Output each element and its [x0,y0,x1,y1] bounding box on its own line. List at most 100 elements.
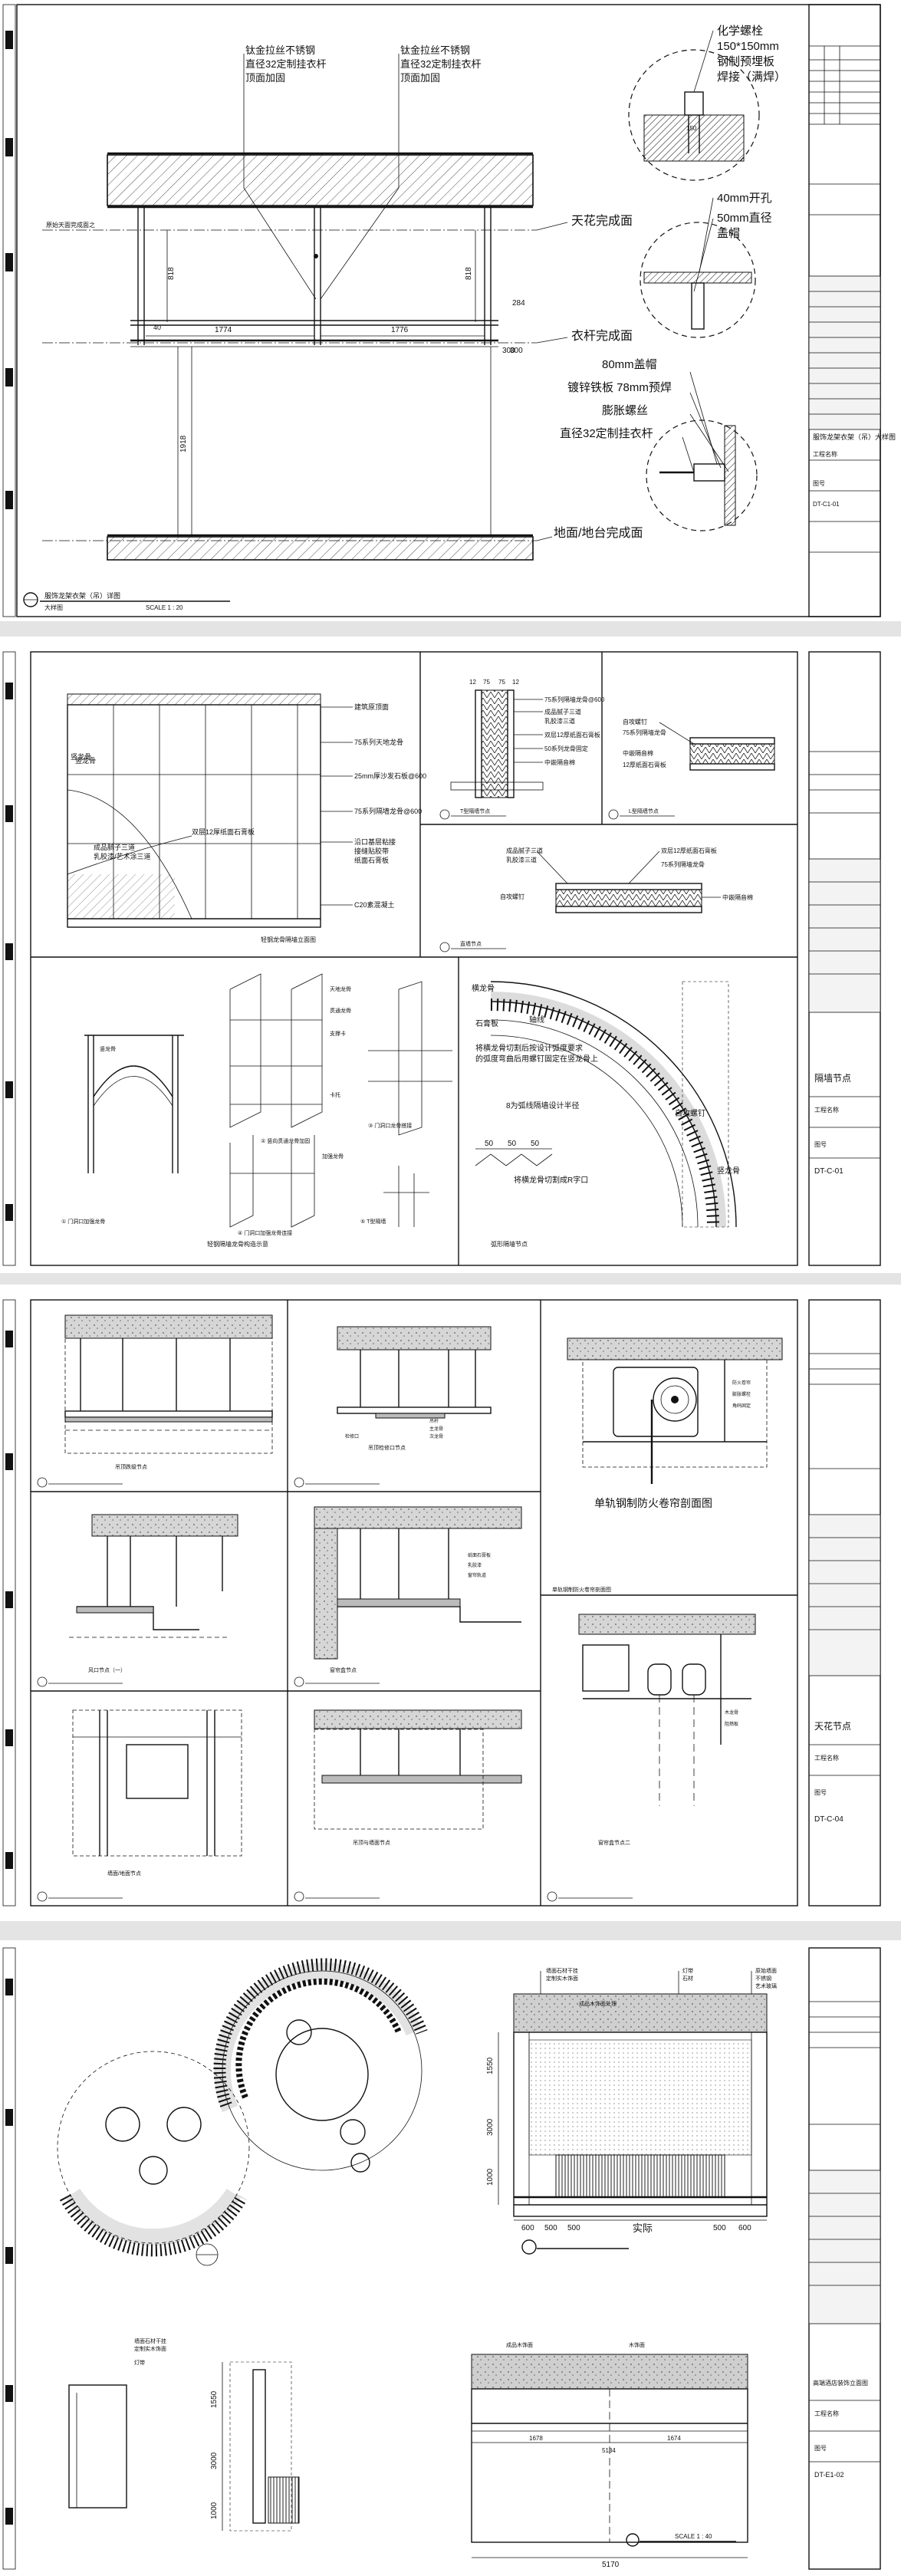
bolt-line1: 化学螺栓 [717,25,763,38]
p5-label-2: 贯通龙骨 [330,1007,351,1014]
p6-label-4: 自攻螺钉 [675,1108,705,1118]
top-note-4: 石材 [682,1975,693,1982]
label-bolt: 膨胀螺栓 [732,1391,751,1397]
dim-818-a: 818 [167,267,176,280]
elev-dim-1000: 1000 [486,2168,495,2186]
label-hanger: 吊杆 [429,1418,439,1424]
sheet-partition-details: 隔墙节点 工程名称 图号 DT-C-01 竖龙骨 建筑原顶面 75系列天地龙骨 … [0,637,901,1273]
sheet-circular-elevation: 高端酒店装饰立面图 工程名称 图号 DT-E1-02 1550 [0,1940,901,2576]
p4-label-0: 成品腻子三道 [506,847,543,854]
scale-label: SCALE 1 : 40 [675,2533,712,2540]
p6-dim-2: 50 [531,1140,540,1148]
elev-dim-3000: 3000 [486,2118,495,2136]
binding-strip [2,651,16,1266]
p5-item-3: ④ 门洞口加强龙骨连接 [238,1229,292,1236]
sec-dim-5170: 5170 [602,2561,620,2569]
bolt-line4: 焊接（满焊） [717,71,786,84]
drawing-title: 服饰龙架衣架（吊）详图 大样图 SCALE 1 : 20 [23,591,230,611]
top-note-3: 灯带 [682,1967,693,1974]
sec-dim-1674: 1674 [667,2435,681,2442]
sheet-ceiling-details: 天花节点 工程名称 图号 DT-C-04 吊顶跌级节点 吊杆 主龙骨 次龙骨 检… [0,1285,901,1921]
p5-label-4: 卡托 [330,1091,340,1098]
detail-wall-floor: 墙面/地面节点 [72,1709,242,1877]
drawing-title-scale: SCALE 1 : 20 [146,604,183,611]
dim-284: 284 [512,299,525,308]
circular-plan [57,1958,428,2266]
plate-label: 镀锌铁板 78mm预焊 [567,380,672,394]
rod-c-label: 直径32定制挂衣杆 [560,427,653,440]
detail-ceiling-drop: 吊顶跌级节点 [64,1314,273,1470]
cap-line1: 50mm直径 [717,212,772,225]
cell7-title: 墙面/地面节点 [107,1870,141,1877]
floor-level-label: 地面/地台完成面 [554,526,643,540]
panel-partition-elevation: 竖龙骨 建筑原顶面 75系列天地龙骨 25mm厚沙发石板@600 75系列隔墙龙… [67,693,426,943]
panel-straight-wall: 成品腻子三道 乳胶漆三道 自攻螺钉 双层12厚纸面石膏板 75系列隔墙龙骨 中嵌… [439,847,753,952]
elev-dim-500-l: 500 [544,2224,557,2232]
p6-dim-0: 50 [485,1140,494,1148]
cell8-title: 吊顶与墙面节点 [353,1839,390,1846]
label-access: 检修口 [345,1433,359,1439]
binding-strip [2,4,16,617]
label-wood: 木龙骨 [725,1709,738,1716]
top-note-7: 艺术玻璃 [755,1982,777,1989]
p2-label-0: 75系列隔墙龙骨@600 [544,696,605,703]
top-note-6: 不锈钢 [755,1975,771,1982]
detail-ceiling-wall: 吊顶与墙面节点 [314,1709,522,1846]
p6-label-5: 8为弧线隔墙设计半径 [506,1100,580,1110]
top-note-1: 定制实木饰面 [546,1975,578,1982]
detail-roller-shutter: 防火卷帘 膨胀螺栓 角码固定 单轨钢制防火卷帘剖面图 单轨钢制防火卷帘剖面图 [552,1337,783,1593]
title-block: 高端酒店装饰立面图 工程名称 图号 DT-E1-02 [808,1947,881,2570]
cell4-title: 风口节点（一） [88,1667,126,1673]
binding-marks [5,31,13,509]
p5-item-1: ② 竖向贯通龙骨加固 [261,1137,310,1144]
p5-label-3: 支撑卡 [330,1030,346,1037]
p2-label-1: 成品腻子三道 [544,708,581,716]
elev-dim-1550: 1550 [486,2057,495,2074]
dim-1918: 1918 [179,435,188,452]
p2-dim-2: 12 [469,679,476,686]
cell6-title: 窗帘盒节点二 [598,1839,630,1846]
rod-b-line3: 顶面加固 [400,72,440,84]
p1-label-6: 接缝贴胶带 [354,847,389,855]
elev-dim-500-r: 500 [713,2224,726,2232]
label-track: 窗帘轨道 [468,1572,486,1578]
drawing-title-sub: 大样图 [44,604,63,611]
bolt-line3: 钢制预埋板 [717,54,774,68]
p4-label-5: 中嵌隔音棉 [722,893,753,901]
elevation-a: 1550 3000 1000 600 500 500 500 600 实际 墙面… [486,1967,777,2255]
p4-label-3: 双层12厚纸面石膏板 [661,847,717,854]
cap-line2: 盖帽 [717,227,740,240]
label-bracket: 角码固定 [732,1403,751,1409]
bolt-line2: 150*150mm [717,40,779,53]
p4-label-4: 75系列隔墙龙骨 [661,860,705,868]
p1-label-3: 25mm厚沙发石板@600 [354,771,426,780]
side-dim-3000: 3000 [210,2452,219,2469]
p1-label-1: 竖龙骨 [71,752,91,761]
p6-title: 弧形隔墙节点 [491,1240,528,1248]
binding-marks [5,683,13,1221]
p5-label-0: 竖龙骨 [100,1045,116,1052]
sheet-frame [16,4,881,617]
rail-level-label: 衣杆完成面 [571,329,633,343]
drawing-title-name: 服饰龙架衣架（吊）详图 [44,591,120,600]
p1-label-2: 75系列天地龙骨 [354,738,403,746]
label-main-keel: 主龙骨 [429,1426,443,1432]
p6-label-0: 横龙骨 [472,983,495,993]
dim-300-b: 300 [510,347,523,355]
p6-label-8: 将横龙骨切割成R字口 [514,1175,588,1185]
p1-title: 轻钢龙骨隔墙立面图 [261,936,316,943]
detail-circle-bolt: 150 化学螺栓 150*150mm 钢制预埋板 焊接（满焊） [628,25,786,181]
sec-dim-5134: 5134 [602,2447,616,2454]
detail-access-panel: 吊杆 主龙骨 次龙骨 检修口 吊顶检修口节点 [337,1326,492,1451]
hole-label: 40mm开孔 [717,192,772,205]
elev-actual: 实际 [633,2222,653,2234]
p1-label-9: 成品腻子三道 [94,843,135,851]
bottom-note-2: 灯带 [134,2359,145,2366]
p3-label-3: 12厚纸面石膏板 [623,761,666,768]
p5-item-0: ① 门洞口加强龙骨 [61,1218,105,1225]
tb-no: DT-C-04 [814,1815,843,1824]
tb-company: 工程名称 [814,1754,839,1762]
left-level-label: 原始天面完成面之 [46,221,95,229]
p1-label-0: 建筑原顶面 [354,702,389,711]
panel-curved-wall: 横龙骨 石膏板 轴线 竖龙骨 自攻螺钉 8为弧线隔墙设计半径 将横龙骨切割后按设… [472,981,740,1248]
